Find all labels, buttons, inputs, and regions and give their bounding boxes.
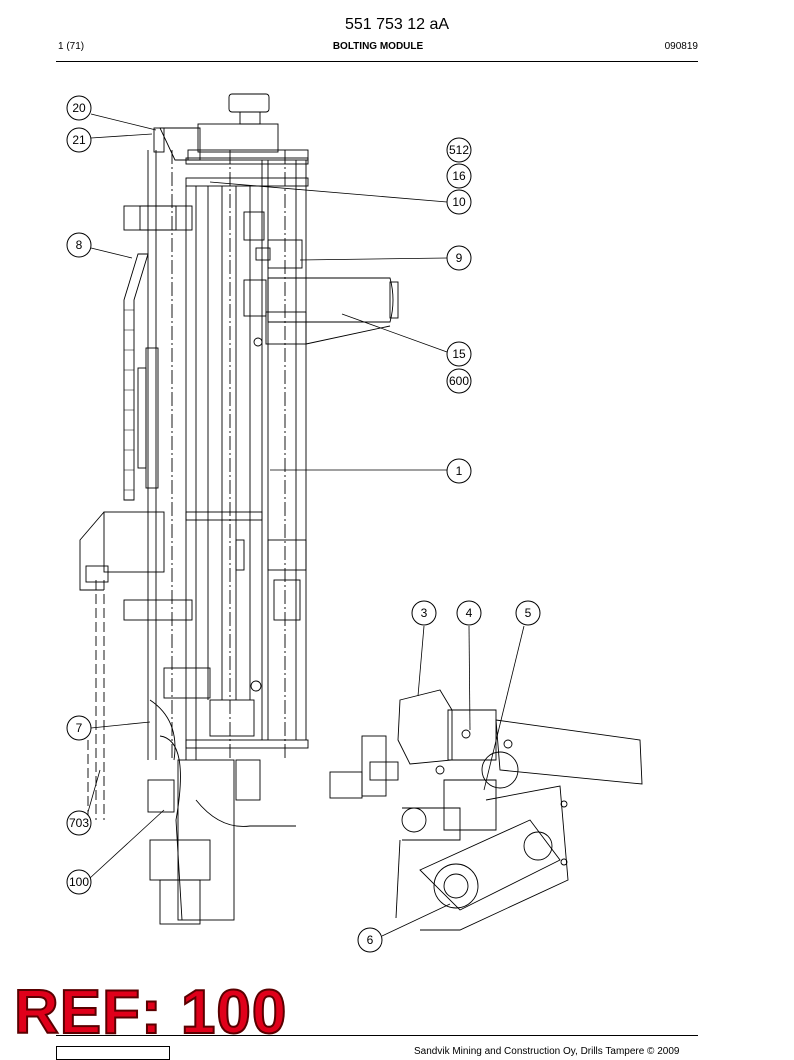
callout-label: 4 bbox=[466, 606, 473, 620]
sandvik-logo bbox=[56, 1046, 170, 1060]
callout-label: 6 bbox=[367, 933, 374, 947]
callout-label: 10 bbox=[452, 195, 466, 209]
doc-number: 551 753 12 aA bbox=[344, 16, 450, 33]
doc-date: 090819 bbox=[664, 41, 698, 52]
callout-label: 100 bbox=[69, 875, 89, 889]
callout-label: 9 bbox=[456, 251, 463, 265]
copyright-text: Sandvik Mining and Construction Oy, Dril… bbox=[414, 1046, 680, 1057]
page-count: 1 (71) bbox=[58, 41, 85, 52]
callout-label: 15 bbox=[452, 347, 466, 361]
callout-label: 1 bbox=[456, 464, 463, 478]
callout-label: 20 bbox=[72, 101, 86, 115]
callout-label: 16 bbox=[452, 169, 466, 183]
callout-label: 703 bbox=[69, 816, 89, 830]
callout-label: 5 bbox=[525, 606, 532, 620]
module-title: BOLTING MODULE bbox=[332, 41, 424, 52]
callout-label: 7 bbox=[76, 721, 83, 735]
header-rule bbox=[56, 61, 698, 62]
ref-stamp: REF: 100 bbox=[13, 978, 288, 1047]
callout-label: 600 bbox=[449, 374, 469, 388]
callout-label: 512 bbox=[449, 143, 469, 157]
footer-rule bbox=[56, 1035, 698, 1036]
callout-label: 3 bbox=[421, 606, 428, 620]
callout-label: 8 bbox=[76, 238, 83, 252]
callout-label: 21 bbox=[72, 133, 86, 147]
